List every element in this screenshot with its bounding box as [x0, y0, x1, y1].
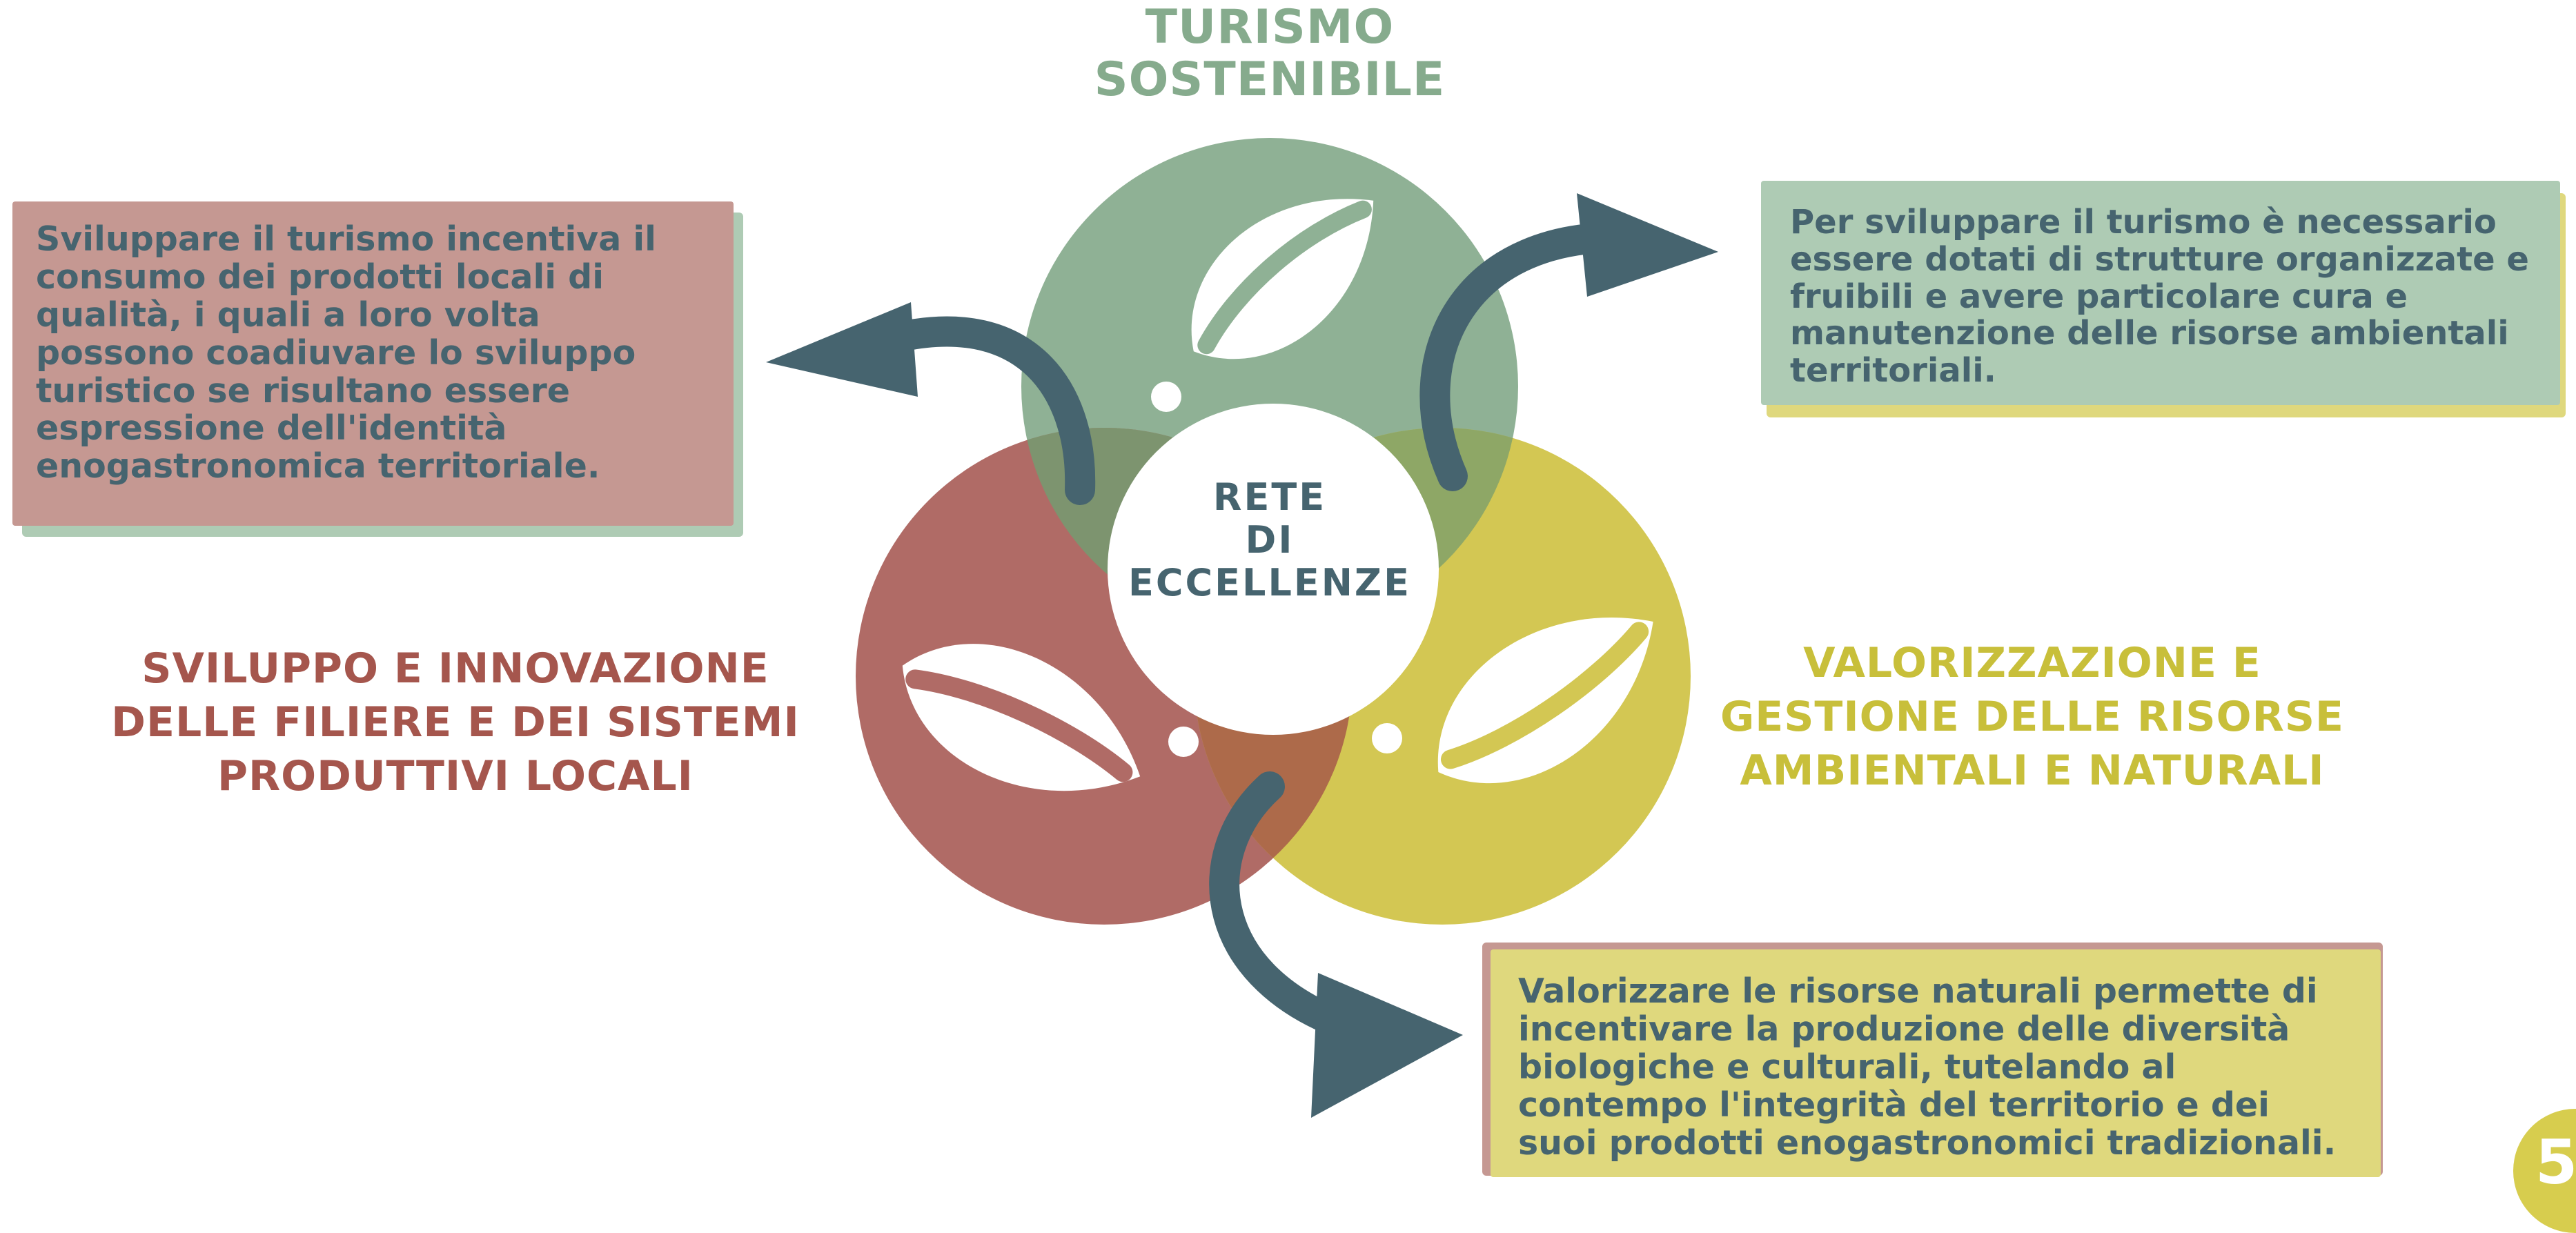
pillar-heading-line: VALORIZZAZIONE E — [1803, 639, 2261, 687]
pillar-heading-sviluppo: SVILUPPO E INNOVAZIONE DELLE FILIERE E D… — [41, 642, 869, 803]
pillar-heading-line: TURISMO — [1145, 0, 1395, 55]
note-line: turistico se risultano essere — [36, 371, 570, 411]
leaf-icon-yellow — [1437, 618, 1653, 784]
pillar-heading-line: DELLE FILIERE E DEI SISTEMI — [111, 698, 800, 747]
pillar-heading-line: PRODUTTIVI LOCALI — [217, 752, 694, 800]
note-card-face — [12, 201, 734, 526]
note-line: Valorizzare le risorse naturali permette… — [1518, 971, 2318, 1011]
center-disc — [1108, 404, 1439, 735]
note-line: contempo l'integrità del territorio e de… — [1518, 1085, 2270, 1125]
dot-icon — [1151, 382, 1181, 412]
diagram-canvas — [766, 138, 1718, 1118]
note-line: fruibili e avere particolare cura e — [1790, 277, 2408, 316]
note-line: biologiche e culturali, tutelando al — [1518, 1047, 2176, 1087]
pillar-heading-line: AMBIENTALI E NATURALI — [1740, 747, 2325, 795]
note-line: manutenzione delle risorse ambientali — [1790, 314, 2509, 353]
note-card-face — [1761, 181, 2560, 405]
arrow-to-right-note — [1419, 193, 1718, 491]
center-label: RETE DI ECCELLENZE — [1111, 475, 1428, 605]
note-line: Per sviluppare il turismo è necessario — [1790, 203, 2497, 241]
page-number: 5 — [2535, 1127, 2576, 1198]
arrow-to-bottom-note — [1209, 771, 1463, 1118]
note-line: enogastronomica territoriale. — [36, 446, 600, 486]
leaf-icon-green — [1191, 199, 1374, 359]
note-line: incentivare la produzione delle diversit… — [1518, 1009, 2290, 1049]
note-line: essere dotati di strutture organizzate e — [1790, 239, 2529, 279]
note-line: qualità, i quali a loro volta — [36, 295, 540, 335]
note-card-right: Per sviluppare il turismo è necessario e… — [1761, 181, 2566, 417]
note-card-face — [1491, 949, 2381, 1177]
leaf-icon-red — [902, 644, 1141, 791]
note-card-left: Sviluppare il turismo incentiva il consu… — [12, 201, 743, 537]
note-line: suoi prodotti enogastronomici tradiziona… — [1518, 1123, 2337, 1163]
center-label-line: RETE — [1212, 475, 1327, 519]
dot-icon — [1168, 727, 1199, 757]
note-card-bottom: Valorizzare le risorse naturali permette… — [1482, 943, 2383, 1177]
note-line: possono coadiuvare lo sviluppo — [36, 333, 636, 373]
pillar-heading-line: SOSTENIBILE — [1094, 52, 1446, 108]
note-line: territoriali. — [1790, 351, 1996, 390]
dot-icon — [1372, 723, 1402, 753]
center-label-line: DI — [1245, 518, 1295, 562]
note-line: Sviluppare il turismo incentiva il — [36, 219, 656, 259]
pillar-heading-line: GESTIONE DELLE RISORSE — [1720, 693, 2345, 741]
arrow-to-left-note — [766, 302, 1096, 505]
note-card-text: Sviluppare il turismo incentiva il consu… — [36, 219, 726, 486]
pillar-heading-line: SVILUPPO E INNOVAZIONE — [141, 644, 769, 693]
note-line: consumo dei prodotti locali di — [36, 257, 604, 297]
center-label-line: ECCELLENZE — [1128, 561, 1411, 605]
note-card-text: Per sviluppare il turismo è necessario e… — [1790, 204, 2549, 390]
pillar-heading-valorizzazione: VALORIZZAZIONE E GESTIONE DELLE RISORSE … — [1656, 636, 2408, 798]
note-card-text: Valorizzare le risorse naturali permette… — [1518, 971, 2374, 1163]
pillar-heading-turismo: TURISMO SOSTENIBILE — [1076, 1, 1463, 106]
note-line: espressione dell'identità — [36, 408, 507, 448]
